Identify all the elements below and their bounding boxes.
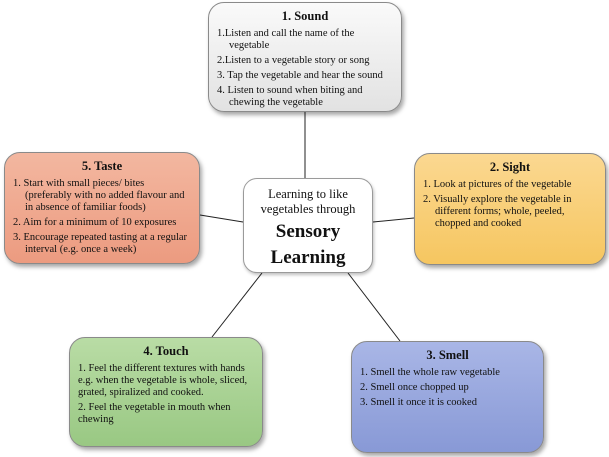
sound-item: 1.Listen and call the name of the vegeta… [217,28,355,51]
smell-item: 2. Smell once chopped up [360,382,469,393]
smell-item: 1. Smell the whole raw vegetable [360,367,500,378]
connector-sight [372,217,415,223]
taste-item: 2. Aim for a minimum of 10 exposures [13,217,177,228]
sound-item: 4. Listen to sound when biting and chewi… [217,85,363,108]
taste-item: 3. Encourage repeated tasting at a regul… [13,232,188,255]
connector-taste [199,214,244,223]
center-subtitle-line1: Learning to like [268,187,348,201]
center-node: Learning to like vegetables through Sens… [243,178,373,273]
connector-smell [347,272,401,342]
smell-item: 3. Smell it once it is cooked [360,397,477,408]
sight-title: 2. Sight [489,160,531,174]
smell-box: 3. Smell 1. Smell the whole raw vegetabl… [351,341,544,453]
sound-box: 1. Sound 1.Listen and call the name of t… [208,2,402,112]
taste-item: 1. Start with small pieces/ bites (prefe… [13,178,185,213]
sight-box: 2. Sight 1. Look at pictures of the vege… [414,153,606,265]
smell-title: 3. Smell [426,348,469,362]
center-title-line2: Learning [270,247,346,268]
center-subtitle-line2: vegetables through [260,202,356,216]
touch-box: 4. Touch 1. Feel the different textures … [69,337,263,447]
sound-item: 3. Tap the vegetable and hear the sound [217,70,383,81]
touch-title: 4. Touch [143,344,189,358]
touch-item: 1. Feel the different textures with hand… [78,363,248,398]
sound-title: 1. Sound [281,9,329,23]
sight-item: 2. Visually explore the vegetable in dif… [423,194,572,229]
taste-box: 5. Taste 1. Start with small pieces/ bit… [4,152,200,264]
sight-item: 1. Look at pictures of the vegetable [423,179,572,190]
taste-title: 5. Taste [81,159,123,173]
sound-item: 2.Listen to a vegetable story or song [217,55,370,66]
connector-touch [211,272,263,338]
center-title-line1: Sensory [275,221,341,242]
touch-item: 2. Feel the vegetable in mouth when chew… [78,402,231,425]
